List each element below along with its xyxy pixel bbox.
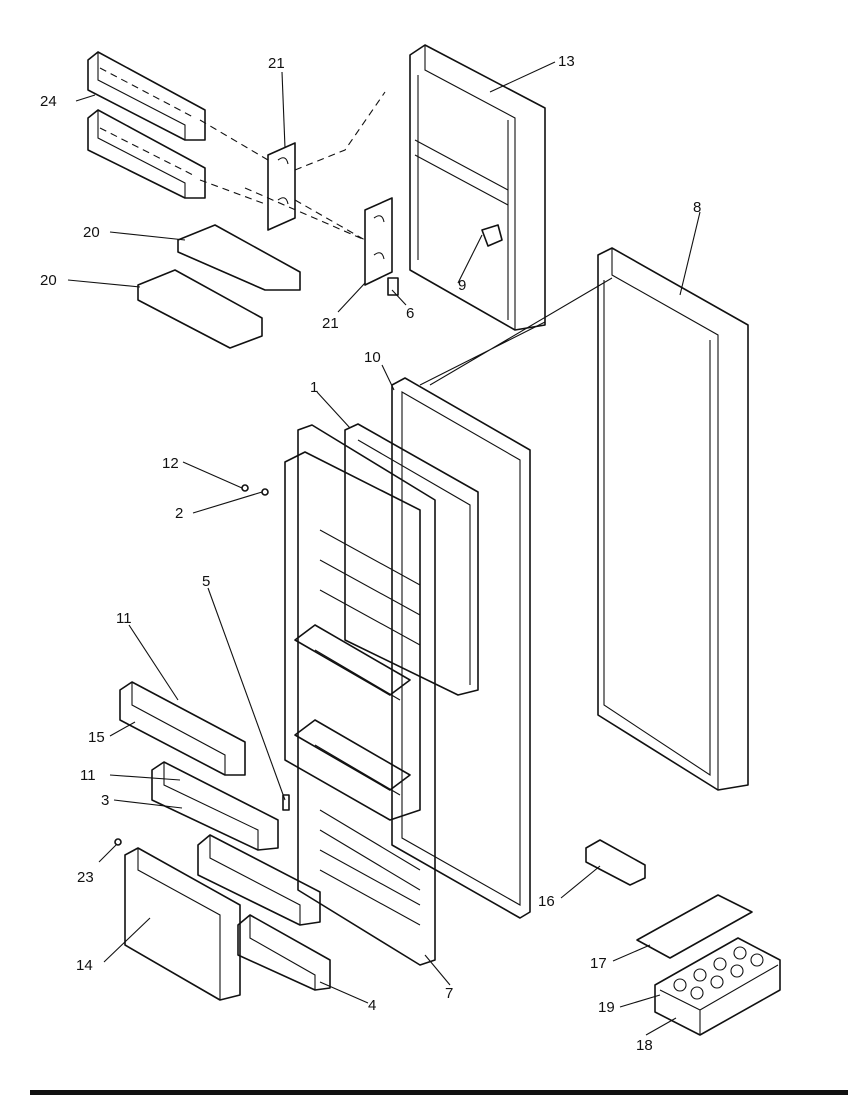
screw-part-23 bbox=[114, 838, 122, 846]
callout-23: 23 bbox=[77, 869, 94, 886]
callout-15: 15 bbox=[88, 729, 105, 746]
bottom-border-rule bbox=[30, 1090, 848, 1095]
callout-14: 14 bbox=[76, 957, 93, 974]
callout-17: 17 bbox=[590, 955, 607, 972]
shelf-part-20-lower bbox=[137, 269, 263, 349]
callout-24: 24 bbox=[40, 93, 57, 110]
door-stop-part-9 bbox=[481, 224, 503, 247]
callout-19: 19 bbox=[598, 999, 615, 1016]
tray-part-16 bbox=[585, 839, 646, 886]
stud-part-5 bbox=[282, 794, 290, 811]
ice-tray-cover-part-17 bbox=[636, 894, 753, 959]
shelf-part-20-upper bbox=[177, 224, 301, 291]
ice-tray-part-18 bbox=[654, 937, 781, 1036]
callout-16: 16 bbox=[538, 893, 555, 910]
callout-9: 9 bbox=[458, 277, 466, 294]
callout-6: 6 bbox=[406, 305, 414, 322]
callout-20-lower: 20 bbox=[40, 272, 57, 289]
hinge-plate-part-22 bbox=[267, 142, 296, 231]
callout-18: 18 bbox=[636, 1037, 653, 1054]
callout-11-lower: 11 bbox=[80, 767, 96, 784]
callout-11-upper: 11 bbox=[116, 610, 132, 627]
door-frame-part-13 bbox=[409, 44, 546, 331]
door-bin-part-4 bbox=[237, 914, 331, 991]
callout-7: 7 bbox=[445, 985, 453, 1002]
callout-8: 8 bbox=[693, 199, 701, 216]
callout-20-upper: 20 bbox=[83, 224, 100, 241]
callout-10: 10 bbox=[364, 349, 381, 366]
callout-21: 21 bbox=[322, 315, 339, 332]
door-gasket-part-10 bbox=[391, 377, 531, 919]
door-liner-part-7 bbox=[284, 424, 436, 966]
callout-13: 13 bbox=[558, 53, 575, 70]
screw-part-2 bbox=[261, 488, 269, 496]
callout-2: 2 bbox=[175, 505, 183, 522]
callout-22: 21 bbox=[268, 55, 285, 72]
hinge-plate-part-21 bbox=[364, 197, 399, 296]
cover-part-14 bbox=[124, 847, 241, 1001]
callout-1: 1 bbox=[310, 379, 318, 396]
door-outer-panel-part-8 bbox=[597, 247, 749, 791]
door-bin-part-15 bbox=[119, 681, 246, 776]
screw-part-12 bbox=[241, 484, 249, 492]
callout-5: 5 bbox=[202, 573, 210, 590]
breaker-frame-part-1 bbox=[344, 423, 479, 696]
callout-12: 12 bbox=[162, 455, 179, 472]
callout-3: 3 bbox=[101, 792, 109, 809]
door-bin-part-24 bbox=[87, 51, 206, 199]
door-bin-part-unlabeled bbox=[197, 834, 321, 926]
door-bin-part-3 bbox=[151, 761, 279, 851]
callout-4: 4 bbox=[368, 997, 376, 1014]
